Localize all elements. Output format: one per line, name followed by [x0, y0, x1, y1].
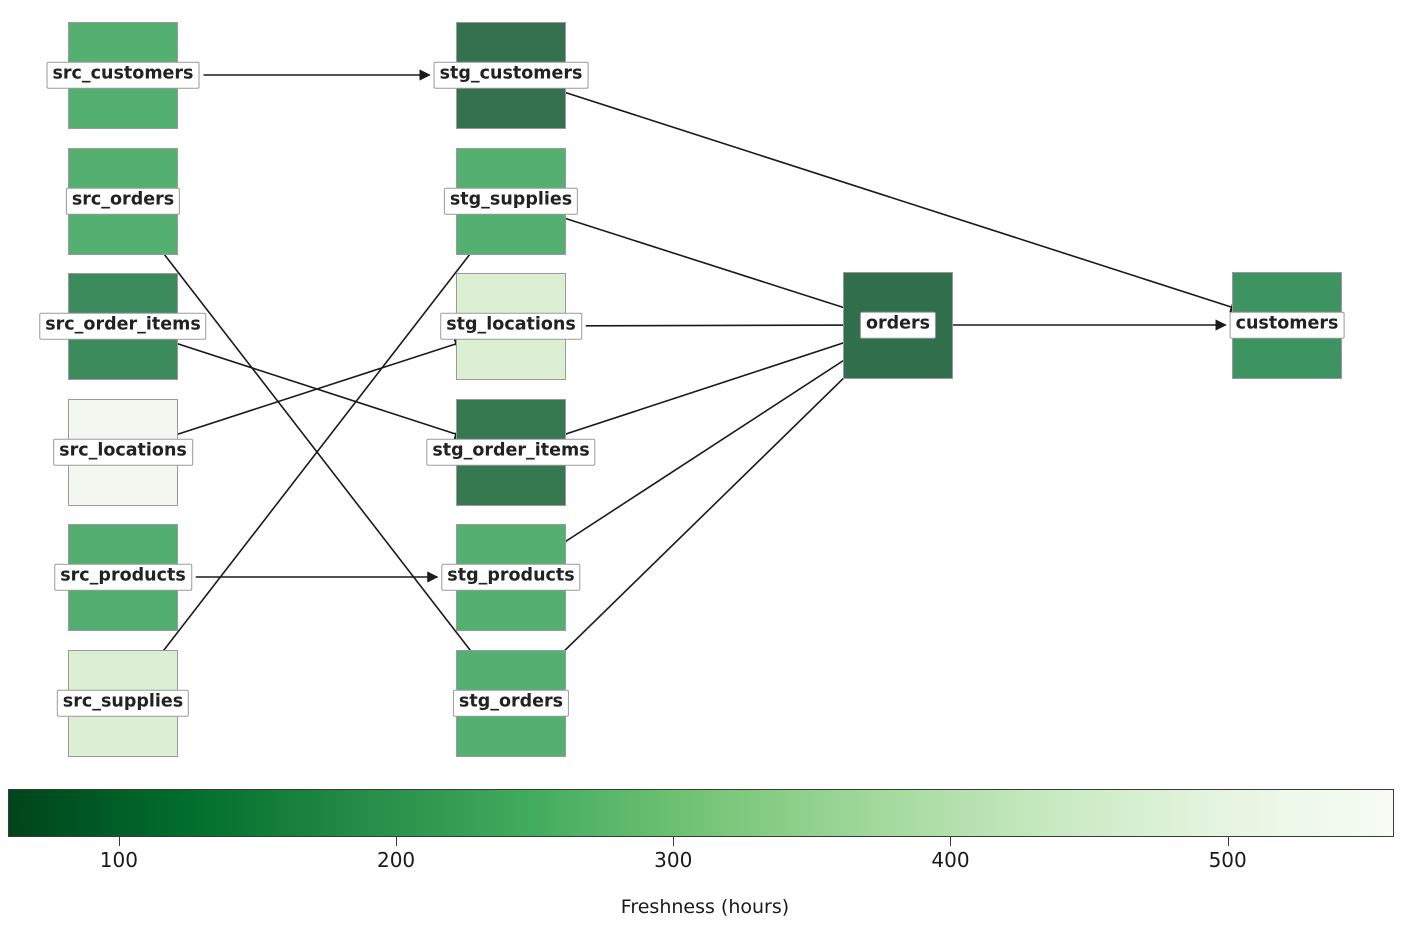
node-label-stg_products[interactable]: stg_products — [441, 563, 581, 591]
node-label-src_order_items[interactable]: src_order_items — [39, 312, 207, 340]
node-label-src_orders[interactable]: src_orders — [65, 187, 181, 215]
node-label-src_customers[interactable]: src_customers — [46, 61, 200, 89]
edge-stg_products-to-orders — [533, 339, 876, 563]
node-label-stg_order_items[interactable]: stg_order_items — [426, 438, 596, 466]
colorbar-tick-mark — [1227, 837, 1229, 846]
node-label-src_locations[interactable]: src_locations — [53, 438, 193, 466]
colorbar-tick-mark — [673, 837, 675, 846]
colorbar-gradient — [8, 789, 1394, 837]
colorbar: 100 200 300 400 500 Freshness (hours) — [0, 772, 1410, 926]
node-label-stg_customers[interactable]: stg_customers — [433, 61, 589, 89]
colorbar-tick-label: 300 — [654, 848, 693, 872]
edge-stg_orders-to-orders — [525, 339, 884, 689]
colorbar-tick-label: 200 — [376, 848, 416, 872]
colorbar-tick-label: 500 — [1208, 848, 1247, 872]
node-label-orders[interactable]: orders — [859, 311, 937, 339]
node-label-stg_locations[interactable]: stg_locations — [440, 312, 582, 340]
edge-stg_order_items-to-orders — [556, 336, 858, 438]
node-label-src_products[interactable]: src_products — [54, 563, 192, 591]
node-label-customers[interactable]: customers — [1229, 311, 1345, 339]
colorbar-tick-mark — [950, 837, 952, 846]
colorbar-ticks: 100 200 300 400 500 — [8, 837, 1394, 897]
colorbar-axis-label: Freshness (hours) — [620, 896, 790, 918]
edge-src_supplies-to-stg_supplies — [133, 215, 501, 689]
edge-stg_supplies-to-orders — [557, 215, 858, 314]
colorbar-tick-mark — [396, 837, 398, 846]
colorbar-tick-label: 100 — [99, 848, 138, 872]
colorbar-tick-label: 400 — [931, 848, 970, 872]
edge-src_locations-to-stg_locations — [168, 338, 466, 438]
node-label-stg_orders[interactable]: stg_orders — [452, 689, 570, 717]
edge-stg_locations-to-orders — [585, 319, 858, 331]
colorbar-tick-mark — [118, 837, 120, 846]
edge-stg_customers-to-customers — [557, 89, 1242, 313]
node-label-src_supplies[interactable]: src_supplies — [56, 689, 190, 717]
edge-layer — [133, 69, 1242, 689]
node-label-stg_supplies[interactable]: stg_supplies — [443, 187, 579, 215]
